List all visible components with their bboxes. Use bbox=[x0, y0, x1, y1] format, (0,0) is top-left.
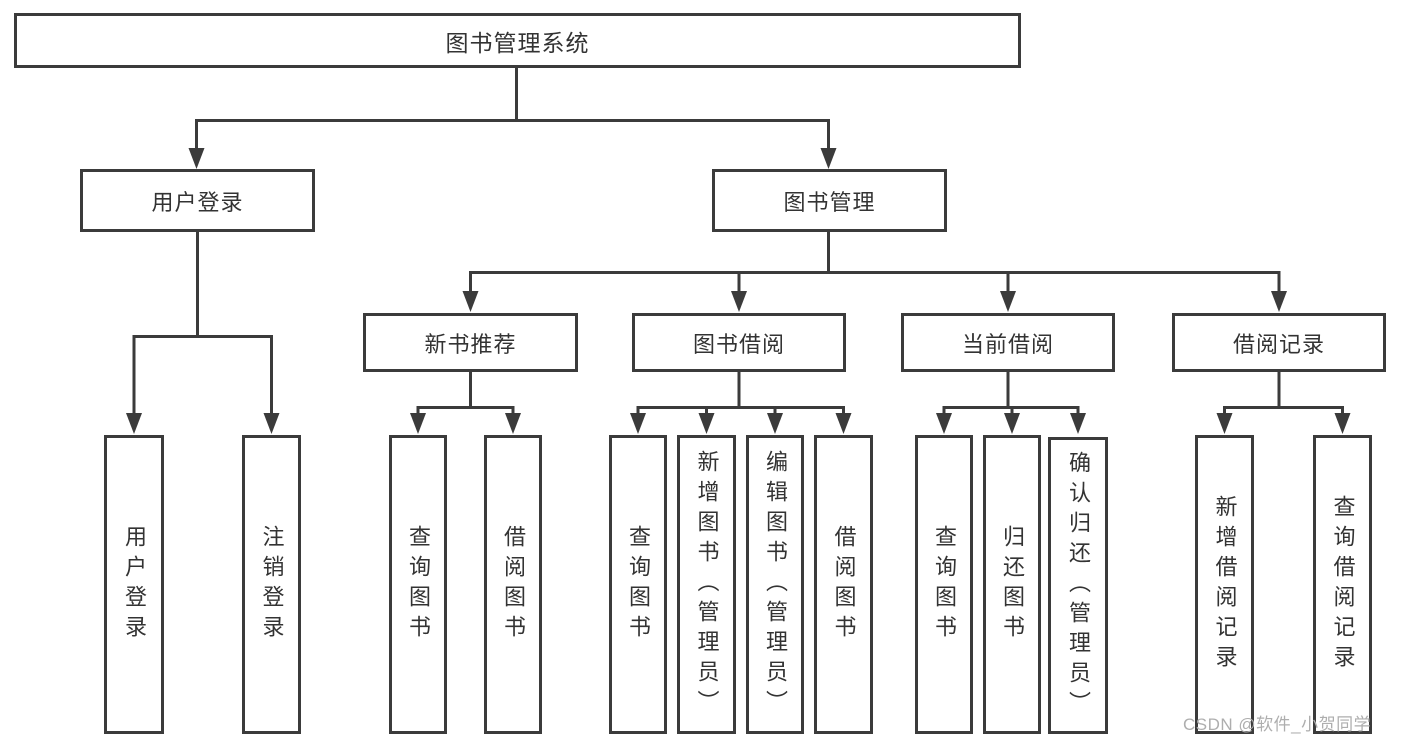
node-new-book-recommendation: 新书推荐 bbox=[363, 313, 578, 372]
leaf-borrow-books-recommend: 借阅图书 bbox=[484, 435, 542, 734]
node-library-management-system: 图书管理系统 bbox=[14, 13, 1021, 68]
leaf-label: 借阅图书 bbox=[831, 524, 857, 645]
csdn-watermark: CSDN @软件_小贺同学 bbox=[1183, 715, 1372, 734]
arrowhead bbox=[936, 413, 952, 434]
leaf-label: 编辑图书（管理员） bbox=[763, 449, 788, 720]
node-label: 图书管理系统 bbox=[445, 29, 590, 56]
arrowhead bbox=[731, 291, 747, 312]
arrowhead bbox=[1216, 413, 1233, 434]
leaf-confirm-return-admin: 确认归还（管理员） bbox=[1048, 437, 1108, 734]
leaf-query-books-borrowing: 查询图书 bbox=[609, 435, 667, 734]
leaf-edit-books-admin: 编辑图书（管理员） bbox=[746, 435, 804, 734]
arrowhead bbox=[462, 291, 479, 312]
arrowhead bbox=[820, 148, 837, 169]
arrowhead bbox=[1070, 413, 1086, 434]
arrowhead bbox=[1271, 291, 1287, 312]
node-borrowing-records: 借阅记录 bbox=[1172, 313, 1386, 372]
leaf-label: 查询借阅记录 bbox=[1330, 494, 1356, 675]
leaf-query-borrow-record: 查询借阅记录 bbox=[1313, 435, 1372, 734]
leaf-add-books-admin: 新增图书（管理员） bbox=[677, 435, 736, 734]
leaf-label: 借阅图书 bbox=[501, 524, 526, 645]
arrowhead bbox=[698, 413, 715, 434]
node-book-management: 图书管理 bbox=[712, 169, 947, 232]
leaf-query-books-current: 查询图书 bbox=[915, 435, 973, 734]
arrowhead bbox=[1334, 413, 1351, 434]
arrowhead bbox=[1004, 413, 1020, 434]
tree-edges bbox=[132, 66, 1344, 418]
node-user-login: 用户登录 bbox=[80, 169, 315, 232]
arrowhead bbox=[1000, 291, 1016, 312]
arrowhead bbox=[263, 413, 280, 434]
arrowhead bbox=[767, 413, 783, 434]
leaf-label: 用户登录 bbox=[122, 524, 147, 645]
node-label: 用户登录 bbox=[151, 189, 244, 215]
leaf-label: 查询图书 bbox=[626, 524, 651, 645]
leaf-add-borrow-record: 新增借阅记录 bbox=[1195, 435, 1254, 734]
arrowhead bbox=[505, 413, 521, 434]
node-label: 当前借阅 bbox=[961, 331, 1054, 357]
leaf-label: 新增借阅记录 bbox=[1212, 494, 1238, 675]
arrowhead bbox=[410, 413, 426, 434]
leaf-label: 注销登录 bbox=[259, 524, 285, 645]
arrowhead bbox=[630, 413, 646, 434]
node-label: 图书借阅 bbox=[692, 331, 785, 357]
leaf-user-login: 用户登录 bbox=[104, 435, 164, 734]
node-current-borrowing: 当前借阅 bbox=[901, 313, 1115, 372]
arrowhead bbox=[126, 413, 142, 434]
leaf-query-books-recommend: 查询图书 bbox=[389, 435, 447, 734]
leaf-label: 查询图书 bbox=[932, 524, 957, 645]
node-label: 新书推荐 bbox=[424, 331, 517, 357]
arrowhead bbox=[188, 148, 205, 169]
leaf-label: 新增图书（管理员） bbox=[694, 449, 720, 720]
node-label: 借阅记录 bbox=[1232, 331, 1325, 357]
leaf-label: 查询图书 bbox=[406, 524, 431, 645]
arrowhead bbox=[835, 413, 852, 434]
leaf-label: 归还图书 bbox=[1000, 524, 1025, 645]
node-label: 图书管理 bbox=[783, 189, 876, 215]
leaf-logout: 注销登录 bbox=[242, 435, 301, 734]
leaf-return-books: 归还图书 bbox=[983, 435, 1041, 734]
node-book-borrowing: 图书借阅 bbox=[632, 313, 846, 372]
leaf-borrow-books-borrowing: 借阅图书 bbox=[814, 435, 873, 734]
leaf-label: 确认归还（管理员） bbox=[1066, 450, 1091, 721]
